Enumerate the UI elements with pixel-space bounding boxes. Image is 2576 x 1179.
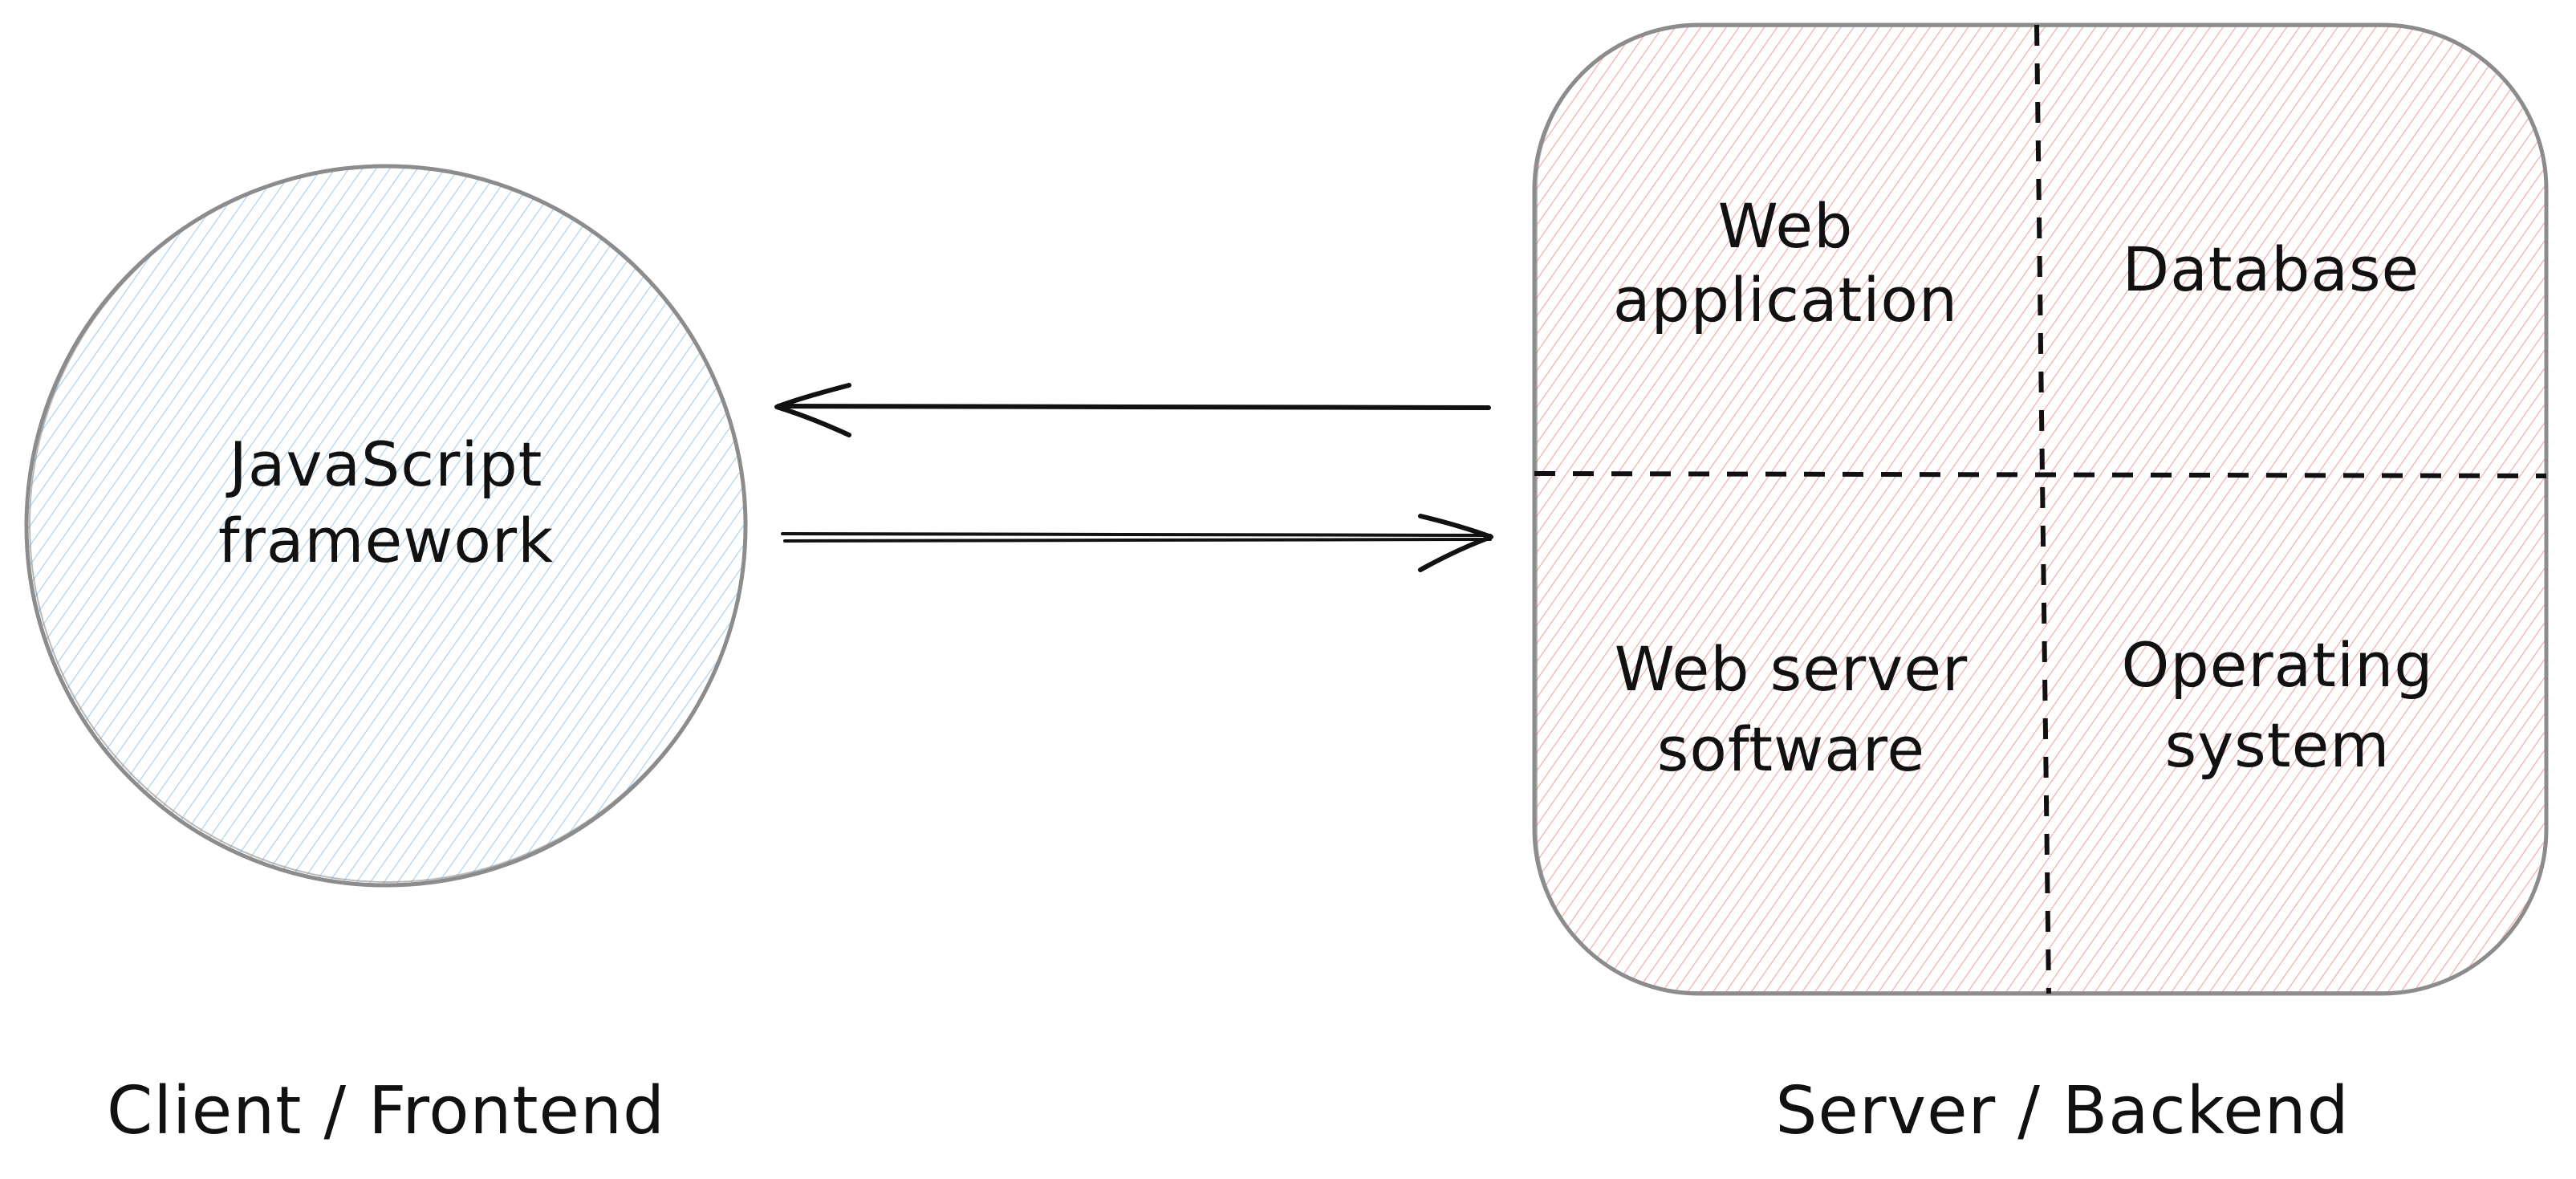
server-box-outline-sketch [1536,26,2546,993]
quadrant-label-line: application [1613,264,1958,335]
client-caption: Client / Frontend [107,1073,665,1149]
request-arrow [781,514,1493,572]
quadrant-label-line: software [1657,713,1925,785]
horizontal-divider [1534,471,2547,478]
client-circle-fill [26,166,746,885]
quadrant-web-application: Web application [1613,190,1958,335]
quadrant-database: Database [2123,234,2420,305]
vertical-divider [2034,24,2051,994]
response-arrow-head [774,383,851,437]
response-arrow-shaft [776,404,1491,410]
request-arrow-head [1418,514,1493,572]
client-label-line-1: JavaScript [226,429,543,500]
client-label-line-2: framework [218,505,554,576]
client-circle-outline-sketch [29,165,746,883]
server-box-fill [1534,25,2546,994]
response-arrow [774,383,1491,437]
server-node: Web application Database Web server soft… [1532,22,2549,996]
quadrant-operating-system: Operating system [2122,629,2434,781]
server-caption: Server / Backend [1775,1073,2349,1149]
quadrant-label-line: Database [2123,234,2420,305]
request-arrow-shaft-2 [783,538,1492,543]
client-node: JavaScript framework [24,164,748,888]
quadrant-label-line: Web [1718,190,1854,262]
quadrant-web-server-software: Web server software [1615,633,1968,785]
quadrant-label-line: Operating [2122,629,2434,701]
quadrant-label-line: Web server [1615,633,1968,705]
quadrant-label-line: system [2165,709,2391,781]
request-arrow-shaft-1 [781,532,1492,537]
